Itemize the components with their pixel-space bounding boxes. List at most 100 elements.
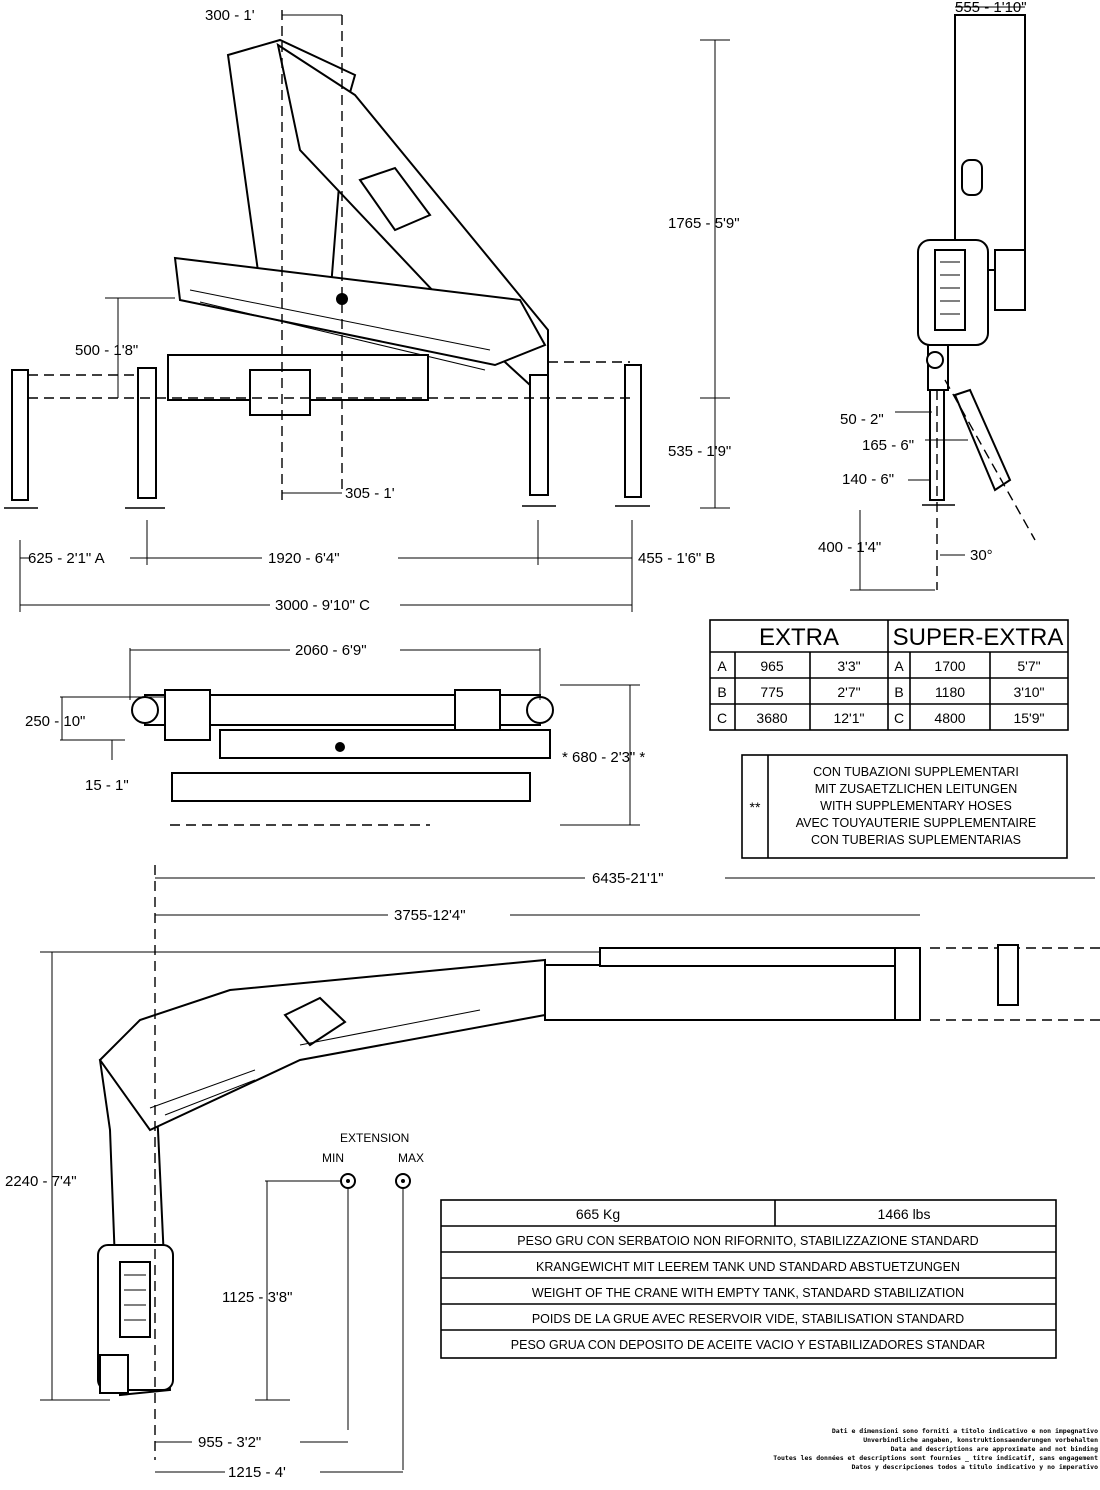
dim-max-reach: 6435-21'1": [592, 870, 664, 887]
weight-row: WEIGHT OF THE CRANE WITH EMPTY TANK, STA…: [532, 1286, 964, 1300]
reach-foot: [99, 1354, 129, 1394]
end-column: [954, 14, 1026, 271]
row-key: C: [717, 710, 727, 726]
reach-extended-end: [997, 944, 1019, 1006]
extension-label: EXTENSION: [340, 1131, 409, 1145]
reach-boom: [98, 958, 546, 1132]
reach-extension-cylinder: [599, 947, 901, 967]
dim-pivot-height: 500 - 1'8": [75, 342, 138, 359]
dim-angle: 30°: [970, 547, 993, 564]
dim-total: 3000 - 9'10" C: [275, 597, 370, 614]
extension-max-label: MAX: [398, 1151, 424, 1165]
boom-plate: [358, 166, 432, 232]
dim-r-max: 1215 - 4': [228, 1464, 286, 1481]
cell: 15'9": [1013, 710, 1044, 726]
end-view: 555 - 1'10" 50 - 2" 165 - 6" 140 - 6" 40…: [818, 0, 1036, 591]
cell: 12'1": [833, 710, 864, 726]
weight-row: POIDS DE LA GRUE AVEC RESERVOIR VIDE, ST…: [532, 1312, 964, 1326]
row-key: A: [717, 658, 727, 674]
cell: 3'3": [837, 658, 860, 674]
dim-reach-height: 2240 - 7'4": [5, 1173, 77, 1190]
hoses-note: ** CON TUBAZIONI SUPPLEMENTARI MIT ZUSAE…: [741, 754, 1068, 859]
weight-row: KRANGEWICHT MIT LEEREM TANK UND STANDARD…: [536, 1260, 960, 1274]
hoses-line: WITH SUPPLEMENTARY HOSES: [820, 799, 1012, 813]
hoses-line: CON TUBAZIONI SUPPLEMENTARI: [813, 765, 1019, 779]
dim-r-min: 955 - 3'2": [198, 1434, 261, 1451]
top-lower-boom: [171, 772, 531, 802]
side-view: 300 - 1' 1765 - 5'9" 535 - 1'9" 500 - 1'…: [4, 7, 740, 614]
inner-boom: [173, 256, 547, 367]
dim-height-main: 1765 - 5'9": [668, 215, 740, 232]
dim-140: 140 - 6": [842, 471, 894, 488]
row-key: B: [717, 684, 726, 700]
disclaimer-line: Toutes les données et descriptions sont …: [773, 1454, 1098, 1462]
row-key: A: [894, 658, 904, 674]
leg-right-inner: [529, 374, 549, 496]
weight-lbs: 1466 lbs: [878, 1206, 931, 1222]
dim-left-leg: 625 - 2'1" A: [28, 550, 105, 567]
leg-right-outer: [624, 364, 642, 498]
disclaimer-line: Unverbindliche angaben, konstruktionsaen…: [863, 1436, 1098, 1444]
dim-15: 15 - 1": [85, 777, 129, 794]
header-super-extra: SUPER-EXTRA: [893, 624, 1064, 651]
cell: 775: [760, 684, 784, 700]
dim-680: * 680 - 2'3" *: [562, 749, 645, 766]
reach-plate: [283, 996, 347, 1047]
dim-base-height: 535 - 1'9": [668, 443, 731, 460]
dim-top-length: 2060 - 6'9": [295, 642, 367, 659]
cell: 1180: [935, 684, 965, 700]
weight-kg: 665 Kg: [576, 1206, 620, 1222]
leg-left-outer: [11, 369, 29, 501]
weight-table: 665 Kg 1466 lbs PESO GRU CON SERBATOIO N…: [440, 1199, 1057, 1359]
dim-50: 50 - 2": [840, 411, 884, 428]
cell: 1700: [934, 658, 965, 674]
extension-min-label: MIN: [322, 1151, 344, 1165]
end-leg-tilted: [953, 388, 1012, 492]
dim-top-offset: 300 - 1': [205, 7, 255, 24]
weight-row: PESO GRUA CON DEPOSITO DE ACEITE VACIO Y…: [511, 1338, 985, 1352]
hoses-symbol: **: [750, 799, 761, 815]
dim-right-leg: 455 - 1'6" B: [638, 550, 715, 567]
dim-min-reach: 3755-12'4": [394, 907, 466, 924]
dim-col-offset: 305 - 1': [345, 485, 395, 502]
disclaimer-line: Dati e dimensioni sono forniti a titolo …: [832, 1427, 1098, 1435]
dim-width: 555 - 1'10": [955, 0, 1027, 16]
dim-250: 250 - 10": [25, 713, 85, 730]
pivot-point: [336, 293, 348, 305]
top-view: 2060 - 6'9" 250 - 10" 15 - 1" * 680 - 2'…: [25, 642, 645, 826]
dim-165: 165 - 6": [862, 437, 914, 454]
cell: 5'7": [1017, 658, 1040, 674]
hoses-line: AVEC TOUYAUTERIE SUPPLEMENTAIRE: [796, 816, 1037, 830]
top-right-box: [454, 689, 501, 736]
reach-view: 6435-21'1" 3755-12'4" 2240 - 7'4" EXTENS…: [5, 865, 1100, 1481]
disclaimer-line: Data and descriptions are approximate an…: [891, 1445, 1098, 1453]
slewing-ring: [249, 369, 311, 416]
header-extra: EXTRA: [759, 624, 839, 651]
leg-left-inner: [137, 367, 157, 499]
end-hose: [994, 249, 1026, 311]
top-left-box: [164, 689, 211, 741]
cell: 3680: [756, 710, 787, 726]
hoses-line: MIT ZUSAETZLICHEN LEITUNGEN: [815, 782, 1018, 796]
disclaimer: Dati e dimensioni sono forniti a titolo …: [773, 1427, 1098, 1471]
extra-table: EXTRA SUPER-EXTRA A 965 3'3" A 1700 5'7"…: [709, 619, 1069, 731]
dim-ext-height: 1125 - 3'8": [222, 1289, 292, 1306]
cell: 2'7": [837, 684, 860, 700]
reach-extension: [544, 964, 901, 1021]
cell: 965: [760, 658, 784, 674]
cell: 4800: [934, 710, 965, 726]
disclaimer-line: Datos y descripciones todos a titulo ind…: [851, 1463, 1098, 1471]
dim-span: 1920 - 6'4": [268, 550, 340, 567]
row-key: C: [894, 710, 904, 726]
end-valve: [934, 249, 966, 331]
reach-extension-end: [894, 947, 921, 1021]
row-key: B: [894, 684, 903, 700]
dim-400: 400 - 1'4": [818, 539, 881, 556]
end-slot: [961, 159, 983, 196]
cell: 3'10": [1013, 684, 1044, 700]
weight-row: PESO GRU CON SERBATOIO NON RIFORNITO, ST…: [517, 1234, 978, 1248]
reach-valve: [119, 1261, 151, 1338]
hoses-line: CON TUBERIAS SUPLEMENTARIAS: [811, 833, 1021, 847]
top-boom: [219, 729, 551, 759]
